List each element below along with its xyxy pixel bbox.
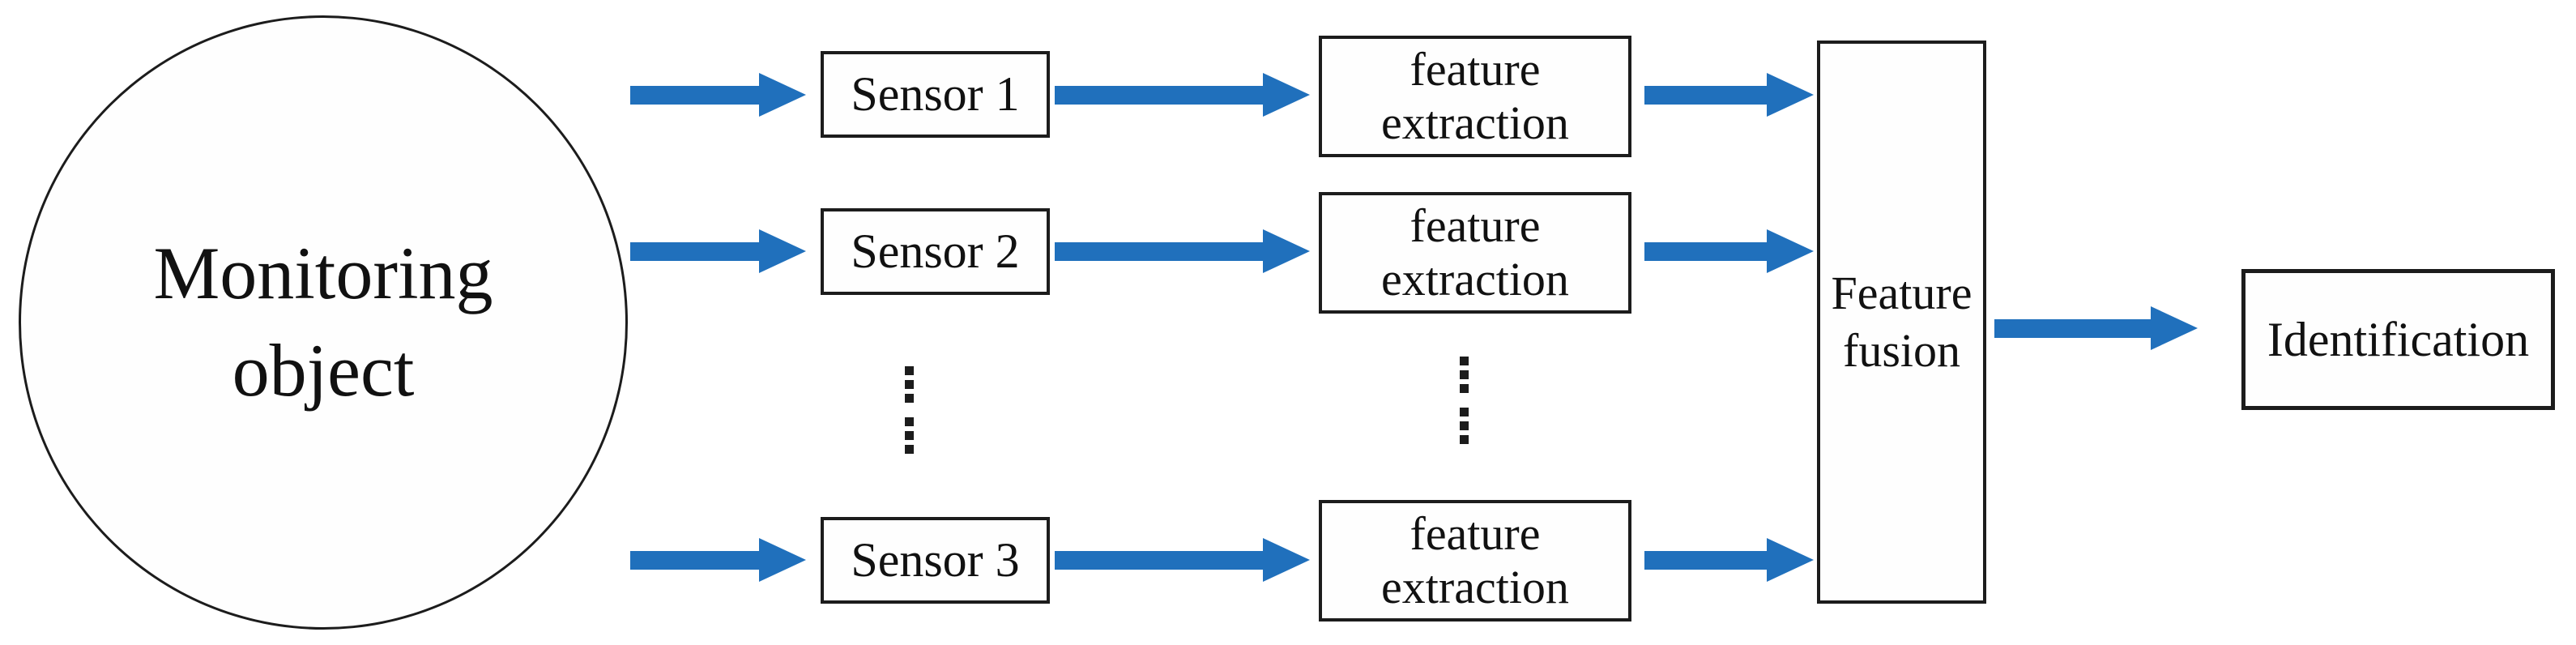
arrow-fe-1-to-fusion (1644, 73, 1814, 117)
arrow-shaft (1055, 241, 1263, 261)
sensor-1-label: Sensor 1 (851, 67, 1020, 121)
feature-fusion-label: Feature fusion (1831, 266, 1973, 377)
arrow-head-icon (2151, 306, 2198, 350)
arrow-fe-3-to-fusion (1644, 538, 1814, 582)
arrow-head-icon (759, 229, 806, 273)
sensor-3-node: Sensor 3 (821, 517, 1050, 604)
sensor-2-label: Sensor 2 (851, 224, 1020, 278)
arrow-object-to-sensor-2 (630, 229, 806, 273)
arrow-head-icon (1767, 538, 1814, 582)
arrow-sensor-2-to-fe-2 (1055, 229, 1310, 273)
arrow-object-to-sensor-3 (630, 538, 806, 582)
arrow-head-icon (1263, 229, 1310, 273)
arrow-sensor-1-to-fe-1 (1055, 73, 1310, 117)
monitoring-object-label: Monitoring object (153, 232, 493, 412)
arrow-object-to-sensor-1 (630, 73, 806, 117)
arrow-sensor-3-to-fe-3 (1055, 538, 1310, 582)
arrow-head-icon (1263, 73, 1310, 117)
identification-label: Identification (2267, 312, 2530, 366)
feature-extraction-3-node: feature extraction (1319, 500, 1631, 622)
sensor-3-label: Sensor 3 (851, 533, 1020, 587)
feature-fusion-node: Feature fusion (1817, 41, 1986, 604)
arrow-shaft (1644, 550, 1767, 570)
arrow-shaft (630, 85, 759, 105)
vertical-ellipsis-icon (1460, 354, 1469, 446)
arrow-head-icon (759, 73, 806, 117)
arrow-shaft (630, 550, 759, 570)
arrow-shaft (1055, 550, 1263, 570)
monitoring-object-node: Monitoring object (19, 15, 628, 630)
arrow-head-icon (1767, 229, 1814, 273)
sensor-1-node: Sensor 1 (821, 51, 1050, 138)
feature-extraction-1-label: feature extraction (1381, 42, 1569, 149)
arrow-shaft (1644, 241, 1767, 261)
arrow-fusion-to-identification (1994, 306, 2198, 350)
arrow-head-icon (1767, 73, 1814, 117)
arrow-shaft (1055, 85, 1263, 105)
sensor-2-node: Sensor 2 (821, 208, 1050, 295)
arrow-shaft (1994, 318, 2151, 338)
arrow-fe-2-to-fusion (1644, 229, 1814, 273)
feature-extraction-2-label: feature extraction (1381, 199, 1569, 305)
identification-node: Identification (2241, 269, 2555, 410)
arrow-shaft (1644, 85, 1767, 105)
arrow-head-icon (1263, 538, 1310, 582)
arrow-shaft (630, 241, 759, 261)
feature-extraction-2-node: feature extraction (1319, 192, 1631, 314)
feature-extraction-1-node: feature extraction (1319, 36, 1631, 157)
feature-extraction-3-label: feature extraction (1381, 506, 1569, 613)
vertical-ellipsis-icon (905, 364, 914, 456)
arrow-head-icon (759, 538, 806, 582)
